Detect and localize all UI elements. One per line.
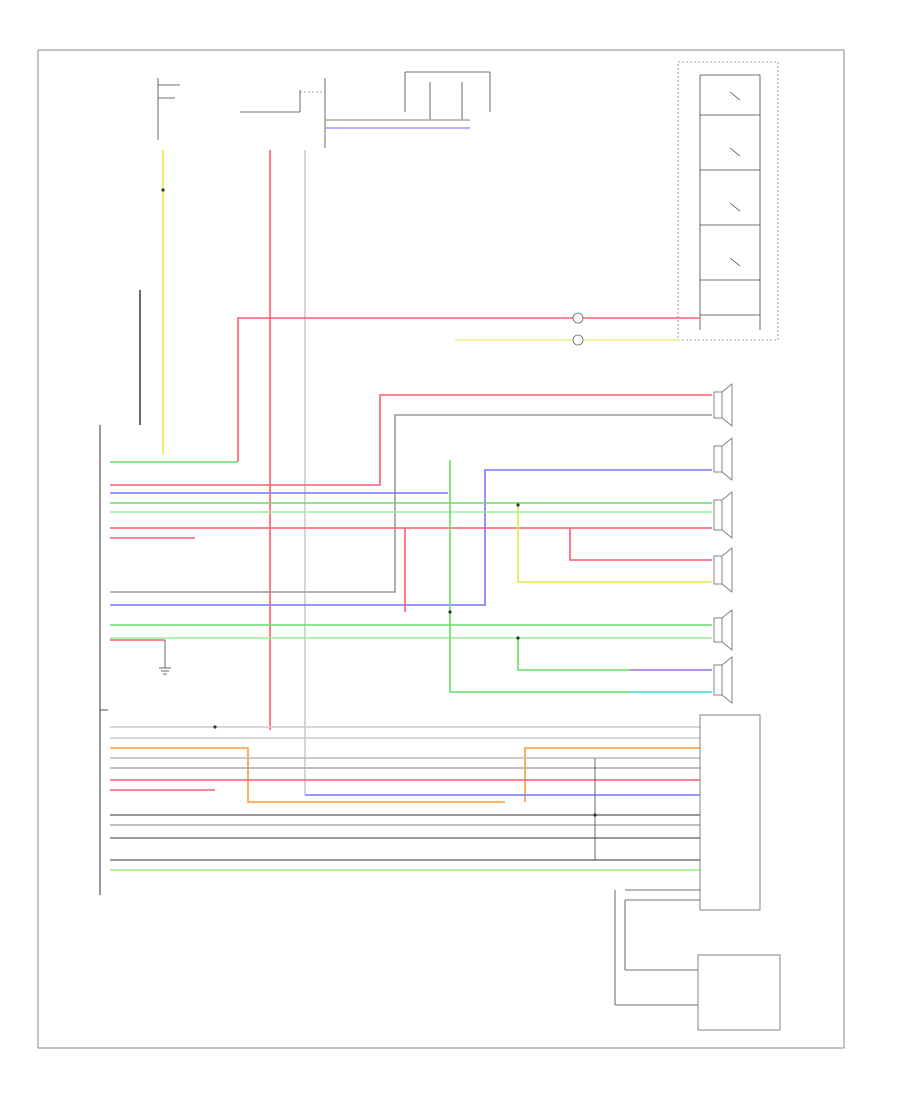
bus-orange: [110, 747, 700, 803]
top-left-fuse-group: [157, 78, 326, 148]
speaker-front-left: [713, 491, 733, 539]
control-unit-box: [699, 714, 761, 911]
wire-blue-left-door: [110, 469, 712, 606]
connector-c1: [572, 312, 584, 324]
tweeter-left: [713, 656, 733, 704]
splice-6: [161, 188, 165, 192]
speaker-rear: [713, 609, 733, 651]
top-fuse-box: [404, 71, 491, 120]
splice-5: [593, 813, 597, 817]
speaker-front-right: [713, 383, 733, 427]
wire-green-lower: [449, 460, 712, 693]
ground-symbol: [159, 640, 171, 675]
wire-red-right-tweeter: [569, 528, 712, 561]
speaker-left-door: [713, 437, 733, 481]
switch-unit-box: [697, 954, 781, 1031]
wire-green-left-tweeter: [517, 638, 712, 671]
switch-panel: [677, 61, 779, 341]
wire-yellow-tweeter: [517, 505, 712, 583]
splice-2: [516, 503, 520, 507]
splice-1: [213, 725, 217, 729]
tweeter-right: [713, 547, 733, 593]
splice-4: [448, 610, 452, 614]
wire-red-speed: [237, 317, 700, 462]
splice-3: [516, 636, 520, 640]
wire-red-front-right: [110, 394, 712, 486]
diagram-frame: [37, 49, 845, 1049]
connector-c2: [572, 334, 584, 346]
